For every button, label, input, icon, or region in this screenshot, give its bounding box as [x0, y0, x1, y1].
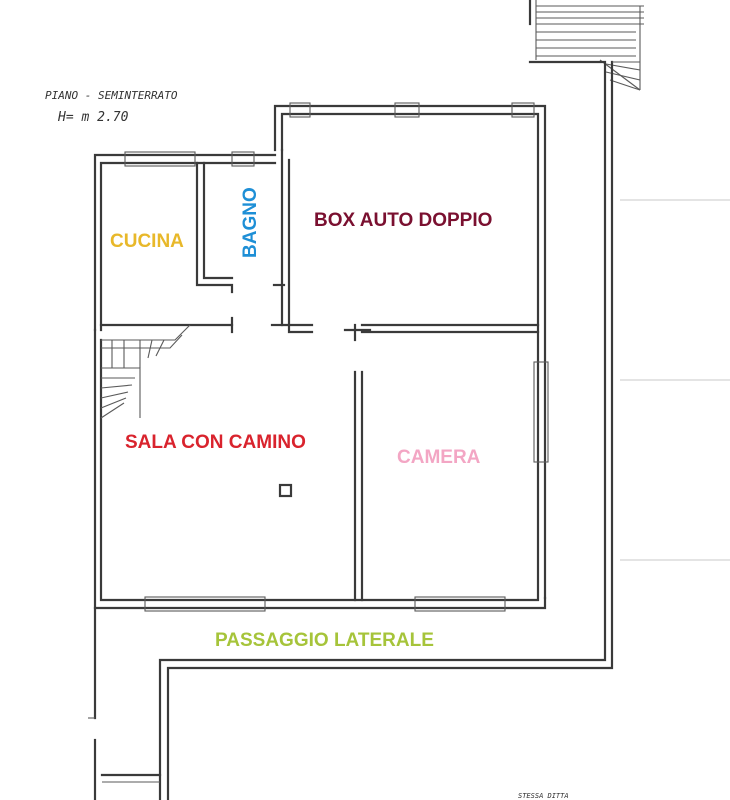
room-label-bagno: BAGNO: [240, 187, 261, 258]
room-label-passaggio: PASSAGGIO LATERALE: [215, 630, 434, 651]
background-grid: [620, 199, 730, 561]
room-label-cucina: CUCINA: [110, 231, 184, 252]
room-label-sala: SALA CON CAMINO: [125, 432, 306, 453]
outer-boundary: [158, 60, 640, 800]
room-label-camera: CAMERA: [397, 447, 481, 468]
external-stairs: [528, 0, 644, 91]
floor-label: PIANO - SEMINTERRATO: [45, 89, 178, 102]
corridor-walls: [88, 606, 162, 800]
building-walls: [93, 102, 549, 612]
room-label-box: BOX AUTO DOPPIO: [314, 210, 492, 231]
footer-scribble: STESSA DITTA: [518, 792, 569, 800]
height-label: H= m 2.70: [57, 110, 129, 125]
internal-stairs: [100, 324, 191, 419]
